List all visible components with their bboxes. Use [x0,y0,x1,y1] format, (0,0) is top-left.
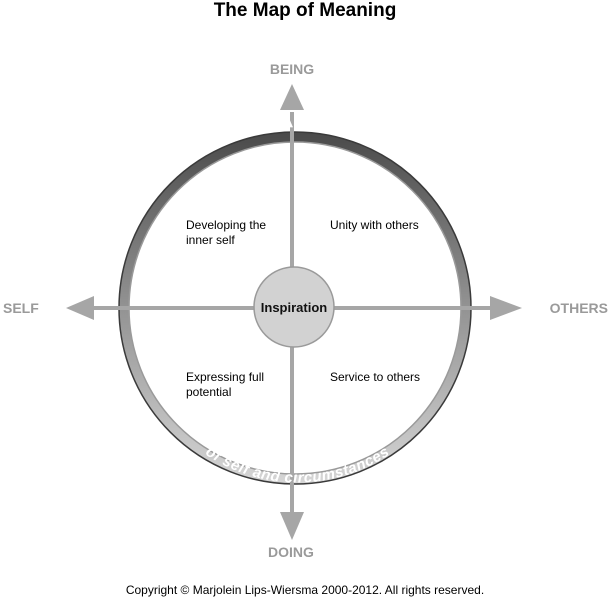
axis-label-doing: DOING [268,544,314,560]
quadrant-bottom-left-line-2: potential [186,385,231,399]
center-label: Inspiration [261,300,328,315]
axis-label-being: BEING [270,61,314,77]
quadrant-top-left: Developing the inner self [186,218,269,247]
quadrant-bottom-left-line-1: Expressing full [186,370,264,384]
doing-arrow-icon [280,512,304,540]
quadrant-top-left-line-1: Developing the [186,218,266,232]
inspiration-circle [253,266,335,348]
self-arrow-icon [66,296,94,320]
others-arrow-icon [490,296,522,320]
quadrant-bottom-left: Expressing full potential [186,370,267,399]
copyright-footer: Copyright © Marjolein Lips-Wiersma 2000-… [125,583,485,597]
quadrant-bottom-right: Service to others [330,370,420,384]
quadrant-bottom-right-line-1: Service to others [330,370,420,384]
quadrant-top-right-line-1: Unity with others [330,218,419,232]
axis-label-self: SELF [3,300,39,316]
being-arrow-icon [280,84,304,110]
diagram-title: The Map of Meaning [213,0,397,21]
quadrant-top-left-line-2: inner self [186,233,235,247]
axis-label-others: OTHERS [550,300,608,316]
quadrant-top-right: Unity with others [330,218,419,232]
